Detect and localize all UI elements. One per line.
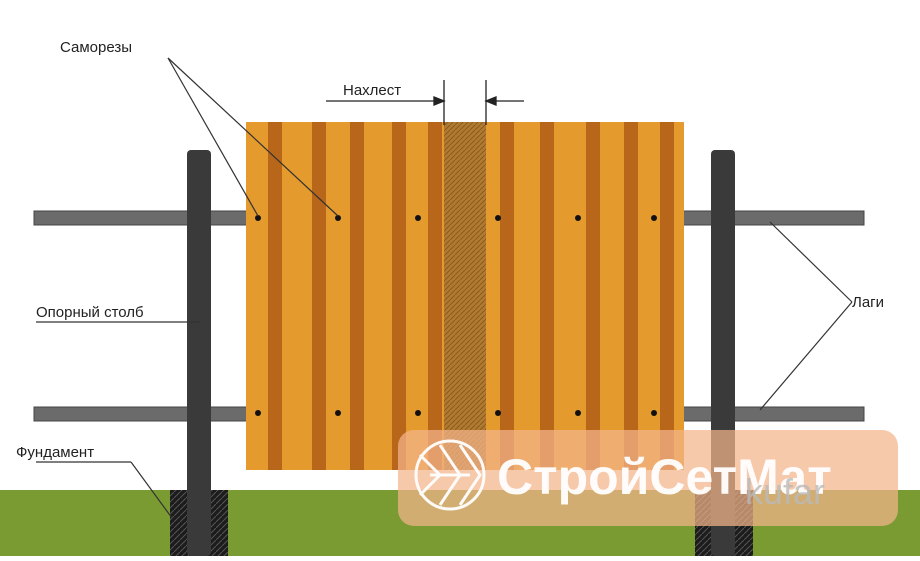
watermark-brand: СтройСетМат xyxy=(497,449,832,505)
screw xyxy=(495,410,501,416)
label-post: Опорный столб xyxy=(36,304,144,321)
screw xyxy=(495,215,501,221)
overlap-zone xyxy=(444,122,486,470)
label-screws: Саморезы xyxy=(60,39,132,56)
sheet-rib xyxy=(540,122,554,470)
screw xyxy=(651,215,657,221)
screw xyxy=(255,215,261,221)
overlap-dimension xyxy=(326,80,524,125)
screw xyxy=(651,410,657,416)
watermark-banner xyxy=(398,430,898,526)
sheet-rib xyxy=(624,122,638,470)
sheet-rib xyxy=(392,122,406,470)
screw xyxy=(575,215,581,221)
leader-lines xyxy=(36,57,853,519)
sheet-rib xyxy=(500,122,514,470)
screw xyxy=(335,215,341,221)
sheet-rib xyxy=(428,122,442,470)
profiled-sheet xyxy=(246,122,684,470)
sheet-rib xyxy=(268,122,282,470)
watermark-site: kufar xyxy=(745,471,825,512)
screw xyxy=(255,410,261,416)
screw xyxy=(335,410,341,416)
screw xyxy=(415,410,421,416)
sheet-rib xyxy=(312,122,326,470)
label-foundation: Фундамент xyxy=(16,444,94,461)
sheet-rib xyxy=(660,122,674,470)
label-overlap: Нахлест xyxy=(343,82,401,99)
watermark-mesh-icon xyxy=(414,439,486,511)
sheet-rib xyxy=(586,122,600,470)
screws-group xyxy=(255,215,657,416)
screw xyxy=(415,215,421,221)
screw xyxy=(575,410,581,416)
label-rails: Лаги xyxy=(852,294,884,311)
sheet-rib xyxy=(350,122,364,470)
post-left xyxy=(187,150,211,556)
watermark: СтройСетМат kufar xyxy=(398,430,898,526)
sheet-ribs xyxy=(268,122,674,470)
